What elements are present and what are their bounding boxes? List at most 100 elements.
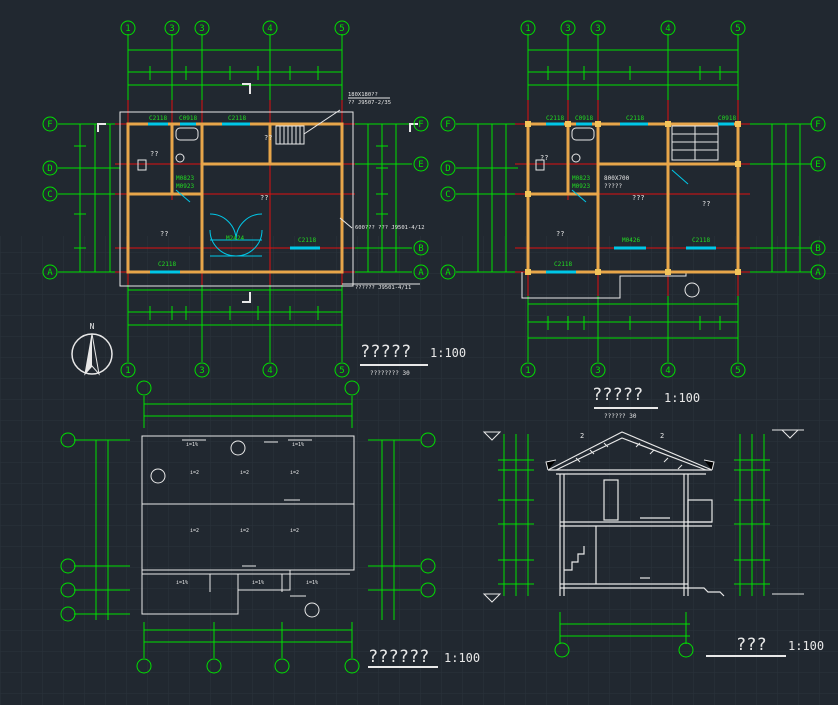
roof-top-2 bbox=[344, 380, 360, 396]
p1-left-4: A bbox=[42, 264, 58, 280]
plan2-columns bbox=[525, 121, 741, 275]
roof-dimension-lines bbox=[74, 396, 420, 658]
svg-text:3: 3 bbox=[595, 366, 600, 376]
roof-slope-2: i=1% bbox=[292, 442, 304, 448]
plan2-stair bbox=[671, 125, 719, 161]
svg-text:F: F bbox=[445, 120, 450, 130]
roof-title-block: ?????? 1:100 bbox=[368, 647, 480, 668]
svg-text:E: E bbox=[418, 160, 423, 170]
roof-slope-11: i=1% bbox=[306, 580, 318, 586]
p2-right-4: A bbox=[810, 264, 826, 280]
svg-text:E: E bbox=[815, 160, 820, 170]
plan2-door-2: M0923 bbox=[572, 183, 590, 190]
p2-left-3: C bbox=[440, 186, 456, 202]
plan1-scale: 1:100 bbox=[430, 346, 466, 360]
svg-text:3: 3 bbox=[565, 24, 570, 34]
plan1-anno-4: ?????? J9501-4/11 bbox=[355, 285, 411, 291]
plan2-balcony bbox=[521, 272, 687, 299]
svg-text:D: D bbox=[47, 164, 52, 174]
roof-left-1 bbox=[60, 432, 76, 448]
plan2-room-2: ??? bbox=[632, 194, 645, 202]
plan1-door-1: M0823 bbox=[176, 175, 194, 182]
p2-top-4: 4 bbox=[660, 20, 676, 36]
plan1-anno-2: ?? J9507-2/35 bbox=[348, 100, 391, 106]
roof-slope-arrows bbox=[182, 439, 312, 567]
plan1-room-2: ?? bbox=[260, 194, 268, 202]
roof-slope-1: i=1% bbox=[186, 442, 198, 448]
roof-bot-3 bbox=[274, 658, 290, 674]
plan1-windows bbox=[148, 122, 320, 274]
plan2-window-4: C0918 bbox=[718, 115, 736, 122]
section-mark-1: 2 bbox=[580, 432, 584, 440]
p2-top-1: 1 bbox=[520, 20, 536, 36]
roof-plan: i=1% i=1% i=2 i=2 i=2 i=2 i=2 i=2 i=1% i… bbox=[60, 380, 480, 674]
plan2-window-3: C2118 bbox=[626, 115, 644, 122]
plan1-room-labels: ?? ?? ?? ?? bbox=[150, 134, 272, 238]
svg-text:C: C bbox=[445, 190, 450, 200]
p1-bot-1: 1 bbox=[120, 362, 136, 378]
p2-left-4: A bbox=[440, 264, 456, 280]
plan2-window-5: C2118 bbox=[692, 237, 710, 244]
svg-text:C: C bbox=[47, 190, 52, 200]
roof-top-1 bbox=[136, 380, 152, 396]
plan1-leaders bbox=[339, 97, 420, 285]
p1-bot-3: 4 bbox=[262, 362, 278, 378]
roof-right-1 bbox=[420, 432, 436, 448]
p2-right-3: B bbox=[810, 240, 826, 256]
p1-top-4: 4 bbox=[262, 20, 278, 36]
svg-text:4: 4 bbox=[267, 24, 272, 34]
plan2-windows bbox=[546, 122, 734, 274]
plan1-axis-bubbles: 1 3 3 4 5 1 3 4 5 F D C A F E B A bbox=[42, 20, 429, 378]
svg-text:3: 3 bbox=[169, 24, 174, 34]
plan2-title: ????? bbox=[592, 385, 643, 405]
plan1-dimension-lines bbox=[58, 34, 412, 362]
roof-left-3 bbox=[60, 582, 76, 598]
plan1-bath-fixtures bbox=[137, 127, 199, 171]
svg-text:4: 4 bbox=[665, 24, 670, 34]
roof-slope-7: i=2 bbox=[240, 528, 249, 534]
p1-top-1: 1 bbox=[120, 20, 136, 36]
roof-slope-6: i=2 bbox=[190, 528, 199, 534]
roof-right-2 bbox=[420, 558, 436, 574]
plan1-annotations: 180X180?? ?? J9507-2/35 600??? ??? J9501… bbox=[348, 92, 425, 291]
section-mark-2: 2 bbox=[660, 432, 664, 440]
plan1-subtitle: ???????? 30 bbox=[370, 370, 410, 377]
svg-text:F: F bbox=[815, 120, 820, 130]
p2-bot-4: 5 bbox=[730, 362, 746, 378]
plan1-section-marks bbox=[97, 83, 418, 303]
roof-bot-2 bbox=[206, 658, 222, 674]
p1-left-3: C bbox=[42, 186, 58, 202]
svg-text:1: 1 bbox=[125, 366, 130, 376]
section-scale: 1:100 bbox=[788, 639, 824, 653]
svg-text:F: F bbox=[418, 120, 423, 130]
roof-slope-9: i=1% bbox=[176, 580, 188, 586]
plan2-subtitle: ?????? 30 bbox=[604, 413, 637, 420]
section-level-marks bbox=[482, 429, 804, 603]
first-floor-plan: C2118 C0918 C2118 C2118 C2118 M0823 M092… bbox=[42, 20, 466, 378]
svg-text:1: 1 bbox=[125, 24, 130, 34]
roof-left-4 bbox=[60, 606, 76, 622]
section-roof-marks: 2 2 bbox=[580, 432, 664, 440]
svg-text:4: 4 bbox=[267, 366, 272, 376]
svg-text:B: B bbox=[418, 244, 423, 254]
svg-text:1: 1 bbox=[525, 366, 530, 376]
plan2-scale: 1:100 bbox=[664, 391, 700, 405]
roof-left-2 bbox=[60, 558, 76, 574]
p1-bot-2: 3 bbox=[194, 362, 210, 378]
section-roof-hatch bbox=[545, 442, 715, 471]
svg-text:5: 5 bbox=[339, 24, 344, 34]
plan1-window-5: C2118 bbox=[158, 261, 176, 268]
svg-text:5: 5 bbox=[735, 24, 740, 34]
svg-text:A: A bbox=[815, 268, 821, 278]
plan1-anno-1: 180X180?? bbox=[348, 92, 378, 98]
plan2-room-3: ?? bbox=[702, 200, 710, 208]
roof-axis-bubbles bbox=[60, 380, 436, 674]
plan1-window-3: C2118 bbox=[228, 115, 246, 122]
svg-text:1: 1 bbox=[525, 24, 530, 34]
svg-text:F: F bbox=[47, 120, 52, 130]
roof-outline bbox=[141, 435, 355, 618]
plan2-door-1: M0823 bbox=[572, 175, 590, 182]
plan2-dimension-lines bbox=[456, 34, 812, 362]
plan2-labels: C2118 C0918 C2118 C0918 C2118 C2118 M082… bbox=[546, 115, 736, 268]
